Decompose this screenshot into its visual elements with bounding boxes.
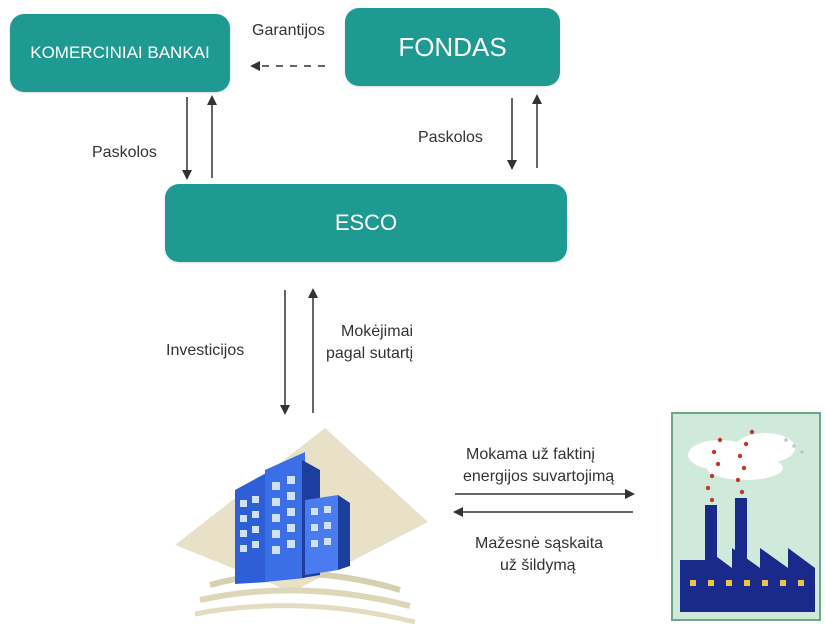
label-payments-line1: Mokėjimai: [341, 323, 414, 340]
label-loans-right: Paskolos: [418, 129, 483, 146]
label-paid-line2: energijos suvartojimą: [463, 468, 615, 485]
label-loans-left: Paskolos: [92, 144, 157, 161]
label-investments: Investicijos: [166, 342, 245, 359]
label-bill-line2: už šildymą: [500, 557, 576, 574]
node-esco-label: ESCO: [334, 210, 398, 235]
factory-icon: [671, 412, 821, 621]
label-guarantees: Garantijos: [252, 22, 325, 39]
node-esco: ESCO: [165, 184, 567, 262]
node-fund: FONDAS: [345, 8, 560, 86]
node-commercial-banks: KOMERCINIAI BANKAI: [10, 14, 230, 92]
node-fund-label: FONDAS: [398, 31, 507, 62]
office-building-icon: [175, 428, 428, 625]
label-payments-line2: pagal sutartį: [326, 345, 414, 362]
node-commercial-banks-label: KOMERCINIAI BANKAI: [30, 43, 210, 62]
label-bill-line1: Mažesnė sąskaita: [475, 535, 604, 552]
label-paid-line1: Mokama už faktinį: [466, 446, 595, 463]
